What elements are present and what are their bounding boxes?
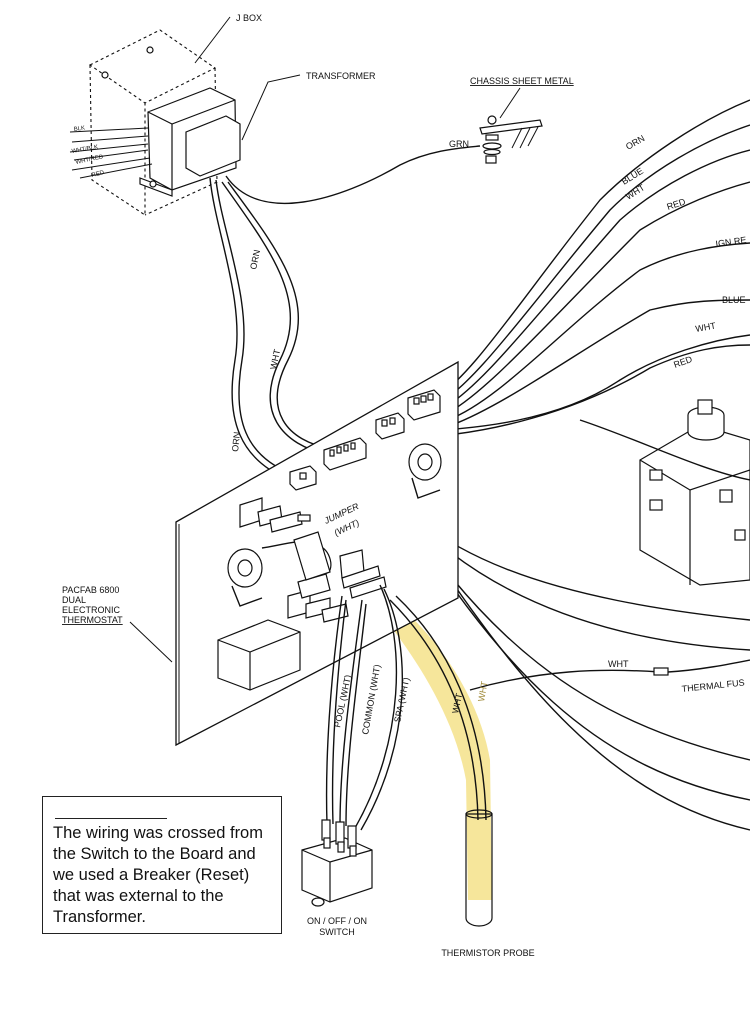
switch-label-2: SWITCH [319, 927, 355, 937]
switch-wires [325, 584, 404, 831]
orn-wire-transformer [209, 177, 291, 481]
orn-label-lower: ORN [230, 431, 242, 452]
thermal-fuse-wire [469, 669, 661, 691]
grn-label: GRN [449, 139, 469, 149]
probe-wire-2 [395, 595, 487, 821]
coil-left [227, 548, 263, 607]
red-label-mid-right: RED [672, 354, 694, 370]
chassis-label: CHASSIS SHEET METAL [470, 76, 574, 86]
orn-wire-transformer-b [215, 179, 293, 475]
switch-label-1: ON / OFF / ON [307, 916, 367, 926]
j-box-leader [194, 16, 231, 64]
common-label: COMMON (WHT) [360, 664, 382, 736]
jumper [293, 531, 332, 581]
thermostat-label-2: DUAL [62, 595, 86, 605]
red-label-primary: RED [91, 170, 105, 179]
right-wire-bundle [399, 99, 750, 439]
note-text: The wiring was crossed from the Switch t… [53, 824, 263, 926]
ign-red-label: IGN RE [715, 235, 747, 249]
thermostat-label-3: ELECTRONIC [62, 605, 121, 615]
wht-label-top: WHT [268, 348, 282, 371]
thermostat-label-4: THERMOSTAT [62, 615, 123, 625]
wht-wire-transformer [221, 181, 331, 456]
note-rule [55, 818, 167, 819]
blue-label-far-right: BLUE [722, 295, 746, 305]
thermistor-probe [465, 809, 493, 927]
coil-upper-right [408, 443, 442, 499]
thermal-fuse-wire-right [667, 659, 750, 673]
wht-red-label: WHT/RED [75, 154, 104, 166]
board-components [239, 497, 387, 623]
pool-label: POOL (WHT) [332, 674, 353, 729]
gas-valve [639, 399, 750, 586]
wht-blk-label: WHT/BLK [71, 144, 98, 155]
wht-label-fuse: WHT [608, 659, 629, 669]
blk-label: BLK [73, 125, 85, 133]
thermal-fuse-connector [653, 667, 669, 676]
primary-wires [69, 127, 153, 179]
wht-label-mid-right: WHT [695, 320, 717, 333]
thermostat-leader [129, 621, 173, 663]
chassis-leader [499, 87, 521, 119]
thermostat-label-1: PACFAB 6800 [62, 585, 119, 595]
wiring-note: The wiring was crossed from the Switch t… [42, 796, 282, 934]
transformer-leader [241, 74, 301, 141]
wht-wire-transformer-b [227, 181, 333, 450]
probe-wire-highlight [392, 605, 492, 900]
probe-wire-1 [389, 599, 479, 821]
on-off-on-switch [301, 819, 373, 907]
probe-label: THERMISTOR PROBE [441, 948, 534, 958]
terminal-blocks [289, 389, 441, 491]
grn-wire [225, 145, 481, 205]
orn-label-top: ORN [248, 249, 262, 271]
transformer-label: TRANSFORMER [306, 71, 376, 81]
orn-label-right: ORN [624, 133, 646, 152]
thermal-fuse-label: THERMAL FUS [681, 677, 745, 694]
chassis-ground [479, 115, 543, 164]
j-box-label: J BOX [236, 13, 262, 23]
relay-box [217, 619, 301, 691]
transformer [139, 87, 241, 197]
probe-wht-label-1: WHT [450, 692, 464, 715]
probe-wht-label-2: WHT [476, 680, 489, 702]
